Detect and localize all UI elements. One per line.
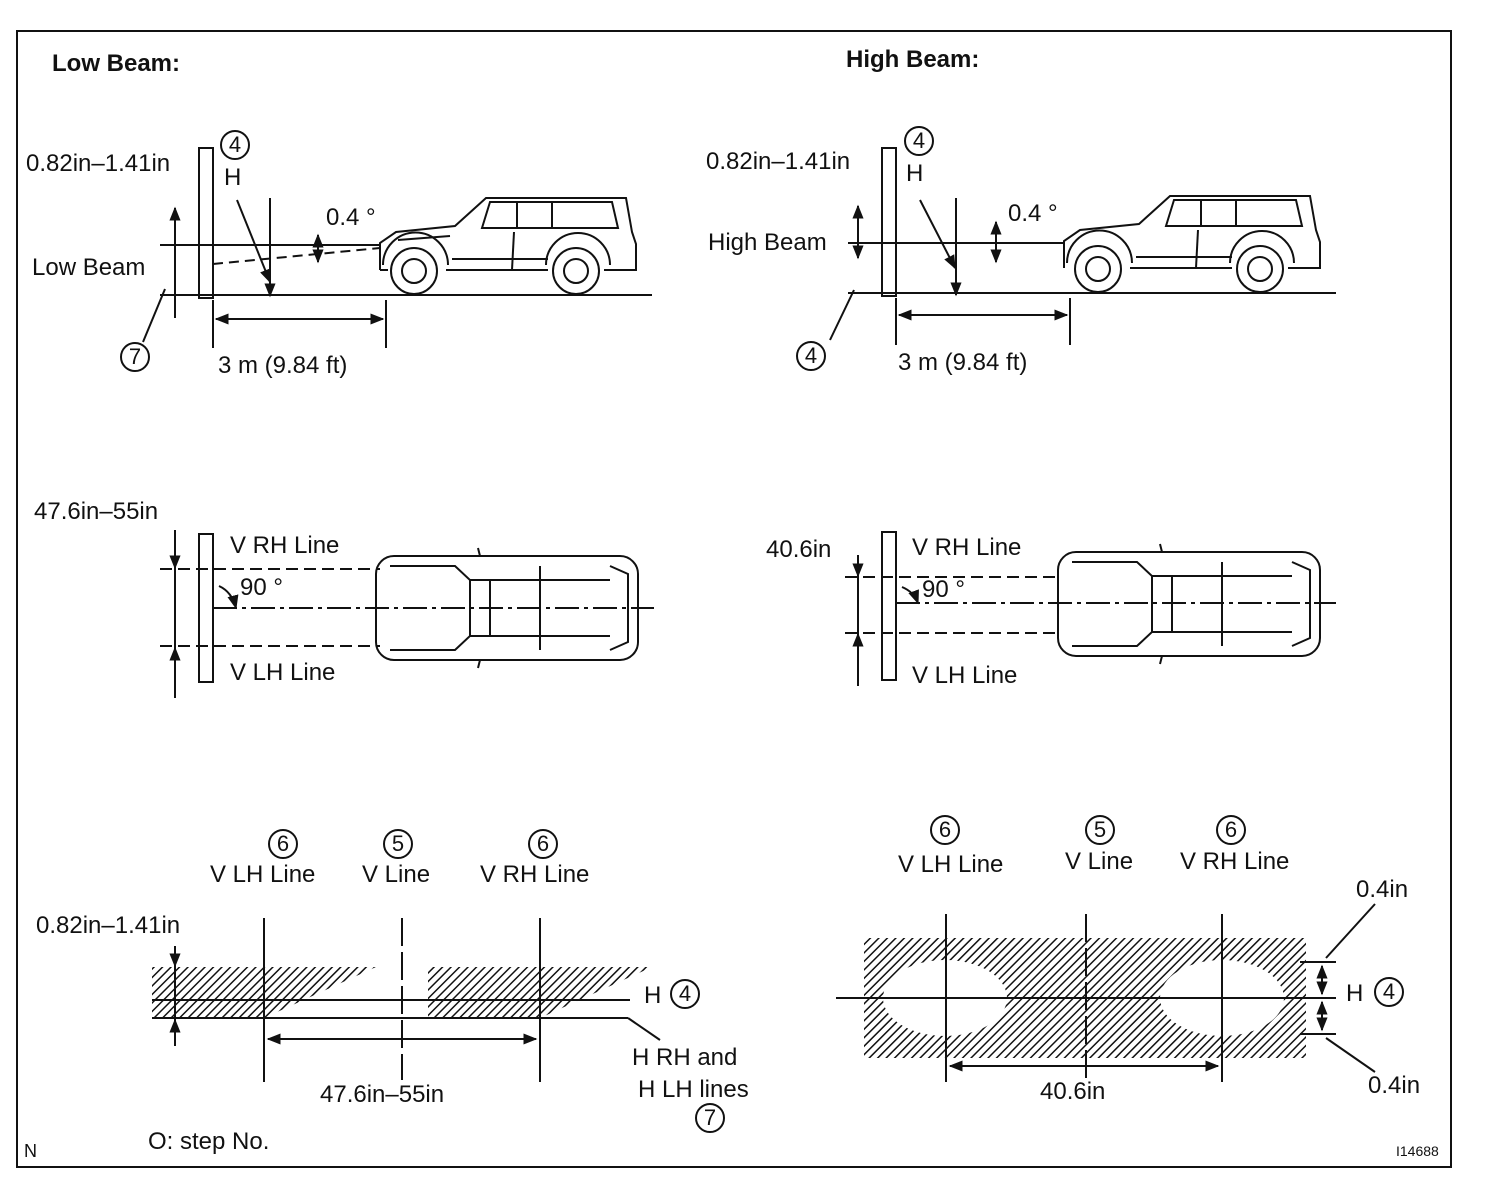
low-side-h-label: H (224, 164, 242, 191)
step-6-badge: 6 (1216, 815, 1246, 845)
step-7-badge: 7 (695, 1103, 725, 1133)
high-top-width-label: 40.6in (766, 536, 832, 563)
step-6-badge: 6 (528, 829, 558, 859)
vehicle-side-icon (379, 197, 637, 295)
high-pattern-v-label: V Line (1065, 848, 1134, 875)
low-beam-pattern (152, 918, 661, 1082)
low-beam-label: Low Beam (32, 254, 146, 281)
step-4-badge: 4 (796, 341, 826, 371)
vehicle-top-icon (1057, 543, 1321, 665)
high-side-distance-label: 3 m (9.84 ft) (898, 349, 1028, 376)
low-pattern-h-label: H (644, 982, 662, 1009)
high-pattern-top-label: 0.4in (1356, 876, 1409, 903)
high-side-view (829, 147, 1336, 345)
low-pattern-hlines-label-1: H RH and (632, 1044, 738, 1071)
low-top-rh-label: V RH Line (230, 532, 340, 559)
high-side-angle-label: 0.4 ° (1008, 200, 1058, 227)
high-pattern-bottom-label: 0.4in (1368, 1072, 1421, 1099)
step-6-badge: 6 (930, 815, 960, 845)
screen-icon (881, 147, 897, 297)
step-legend: O: step No. (148, 1128, 270, 1155)
high-pattern-vrh-label: V RH Line (1180, 848, 1290, 875)
low-side-angle-label: 0.4 ° (326, 204, 376, 231)
screen-icon (198, 147, 214, 299)
corner-mark: N (24, 1141, 37, 1161)
step-4-badge: 4 (1374, 977, 1404, 1007)
low-pattern-vlh-label: V LH Line (210, 861, 316, 888)
figure-code: I14688 (1396, 1143, 1439, 1159)
low-side-view (142, 147, 652, 348)
step-4-badge: 4 (220, 130, 250, 160)
high-side-h-label: H (906, 160, 924, 187)
low-pattern-width-label: 47.6in–55in (320, 1081, 445, 1108)
low-side-range-label: 0.82in–1.41in (26, 150, 171, 177)
low-top-width-label: 47.6in–55in (34, 498, 159, 525)
low-pattern-v-label: V Line (362, 861, 431, 888)
high-beam-title: High Beam: (846, 46, 980, 73)
low-top-angle-label: 90 ° (240, 574, 283, 601)
high-beam-pattern (836, 903, 1376, 1082)
high-pattern-width-label: 40.6in (1040, 1078, 1106, 1105)
low-side-distance-label: 3 m (9.84 ft) (218, 352, 348, 379)
low-pattern-range-label: 0.82in–1.41in (36, 912, 181, 939)
low-pattern-hlines-label-2: H LH lines (638, 1076, 749, 1103)
step-5-badge: 5 (1085, 815, 1115, 845)
step-4-badge: 4 (904, 126, 934, 156)
high-pattern-h-label: H (1346, 980, 1364, 1007)
high-top-view (845, 531, 1336, 686)
low-beam-title: Low Beam: (52, 50, 181, 77)
high-top-lh-label: V LH Line (912, 662, 1018, 689)
step-4-badge: 4 (670, 979, 700, 1009)
diagram-frame (16, 30, 1452, 1168)
step-5-badge: 5 (383, 829, 413, 859)
vehicle-side-icon (1063, 195, 1321, 293)
high-pattern-vlh-label: V LH Line (898, 851, 1004, 878)
low-top-lh-label: V LH Line (230, 659, 336, 686)
screen-icon (881, 531, 897, 681)
step-6-badge: 6 (268, 829, 298, 859)
high-side-range-label: 0.82in–1.41in (706, 148, 851, 175)
high-beam-label: High Beam (708, 229, 827, 256)
high-top-rh-label: V RH Line (912, 534, 1022, 561)
low-top-view (160, 530, 654, 698)
screen-icon (198, 533, 214, 683)
high-top-angle-label: 90 ° (922, 576, 965, 603)
step-7-badge: 7 (120, 342, 150, 372)
low-pattern-vrh-label: V RH Line (480, 861, 590, 888)
vehicle-top-icon (375, 547, 639, 669)
